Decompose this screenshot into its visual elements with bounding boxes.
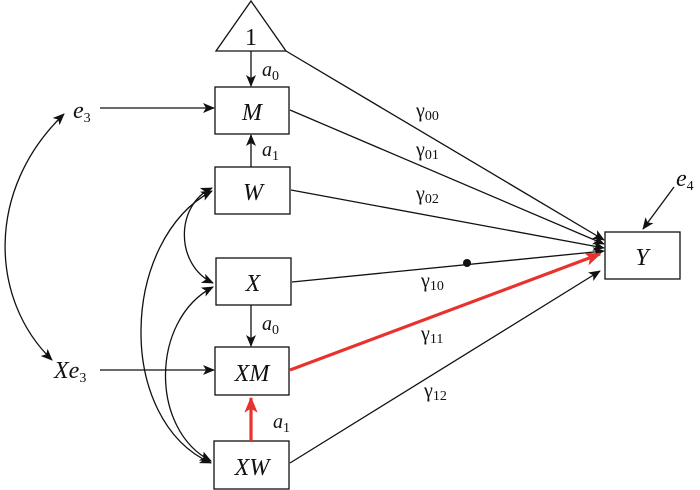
- error-Xe3: Xe3: [53, 358, 86, 386]
- covariance-X-XW: [164, 286, 214, 462]
- node-XW-label: XW: [234, 455, 272, 481]
- path-XW-to-Y: [289, 270, 601, 464]
- label-a0-top: a0: [262, 59, 279, 84]
- label-gamma11: γ11: [420, 323, 443, 347]
- label-gamma02: γ02: [415, 183, 439, 207]
- node-Y: Y: [604, 231, 681, 280]
- error-e3: e3: [73, 98, 91, 126]
- node-X-label: X: [245, 271, 262, 297]
- path-1-to-Y: [285, 50, 605, 241]
- covariance-W-XW: [140, 190, 213, 464]
- node-XM: XM: [214, 346, 290, 396]
- label-a1-bottom: a1: [273, 411, 290, 436]
- label-a1-top: a1: [262, 139, 279, 164]
- node-M-label: M: [241, 100, 264, 126]
- node-XM-label: XM: [234, 361, 272, 387]
- label-gamma01: γ01: [415, 139, 439, 163]
- covariance-e3-Xe3: [4, 113, 65, 361]
- label-gamma12: γ12: [423, 380, 447, 404]
- node-W-label: W: [243, 180, 265, 206]
- moderation-point: [463, 259, 471, 267]
- path-X-to-Y: [291, 247, 605, 283]
- node-M: M: [214, 86, 290, 135]
- label-a0-bottom: a0: [262, 313, 279, 338]
- node-X: X: [215, 257, 292, 306]
- node-XW: XW: [213, 440, 290, 490]
- label-gamma00: γ00: [415, 100, 439, 124]
- label-gamma10: γ10: [420, 270, 444, 294]
- constant-label: 1: [245, 25, 257, 51]
- node-W: W: [214, 166, 291, 215]
- error-e4: e4: [676, 166, 694, 194]
- node-Y-label: Y: [635, 245, 651, 271]
- constant-node: 1: [214, 0, 288, 52]
- path-M-to-Y: [289, 109, 605, 245]
- path-e4-to-Y: [642, 186, 675, 230]
- covariance-W-X: [183, 187, 214, 284]
- path-XM-to-Y: [289, 252, 602, 372]
- path-W-to-Y: [290, 189, 605, 251]
